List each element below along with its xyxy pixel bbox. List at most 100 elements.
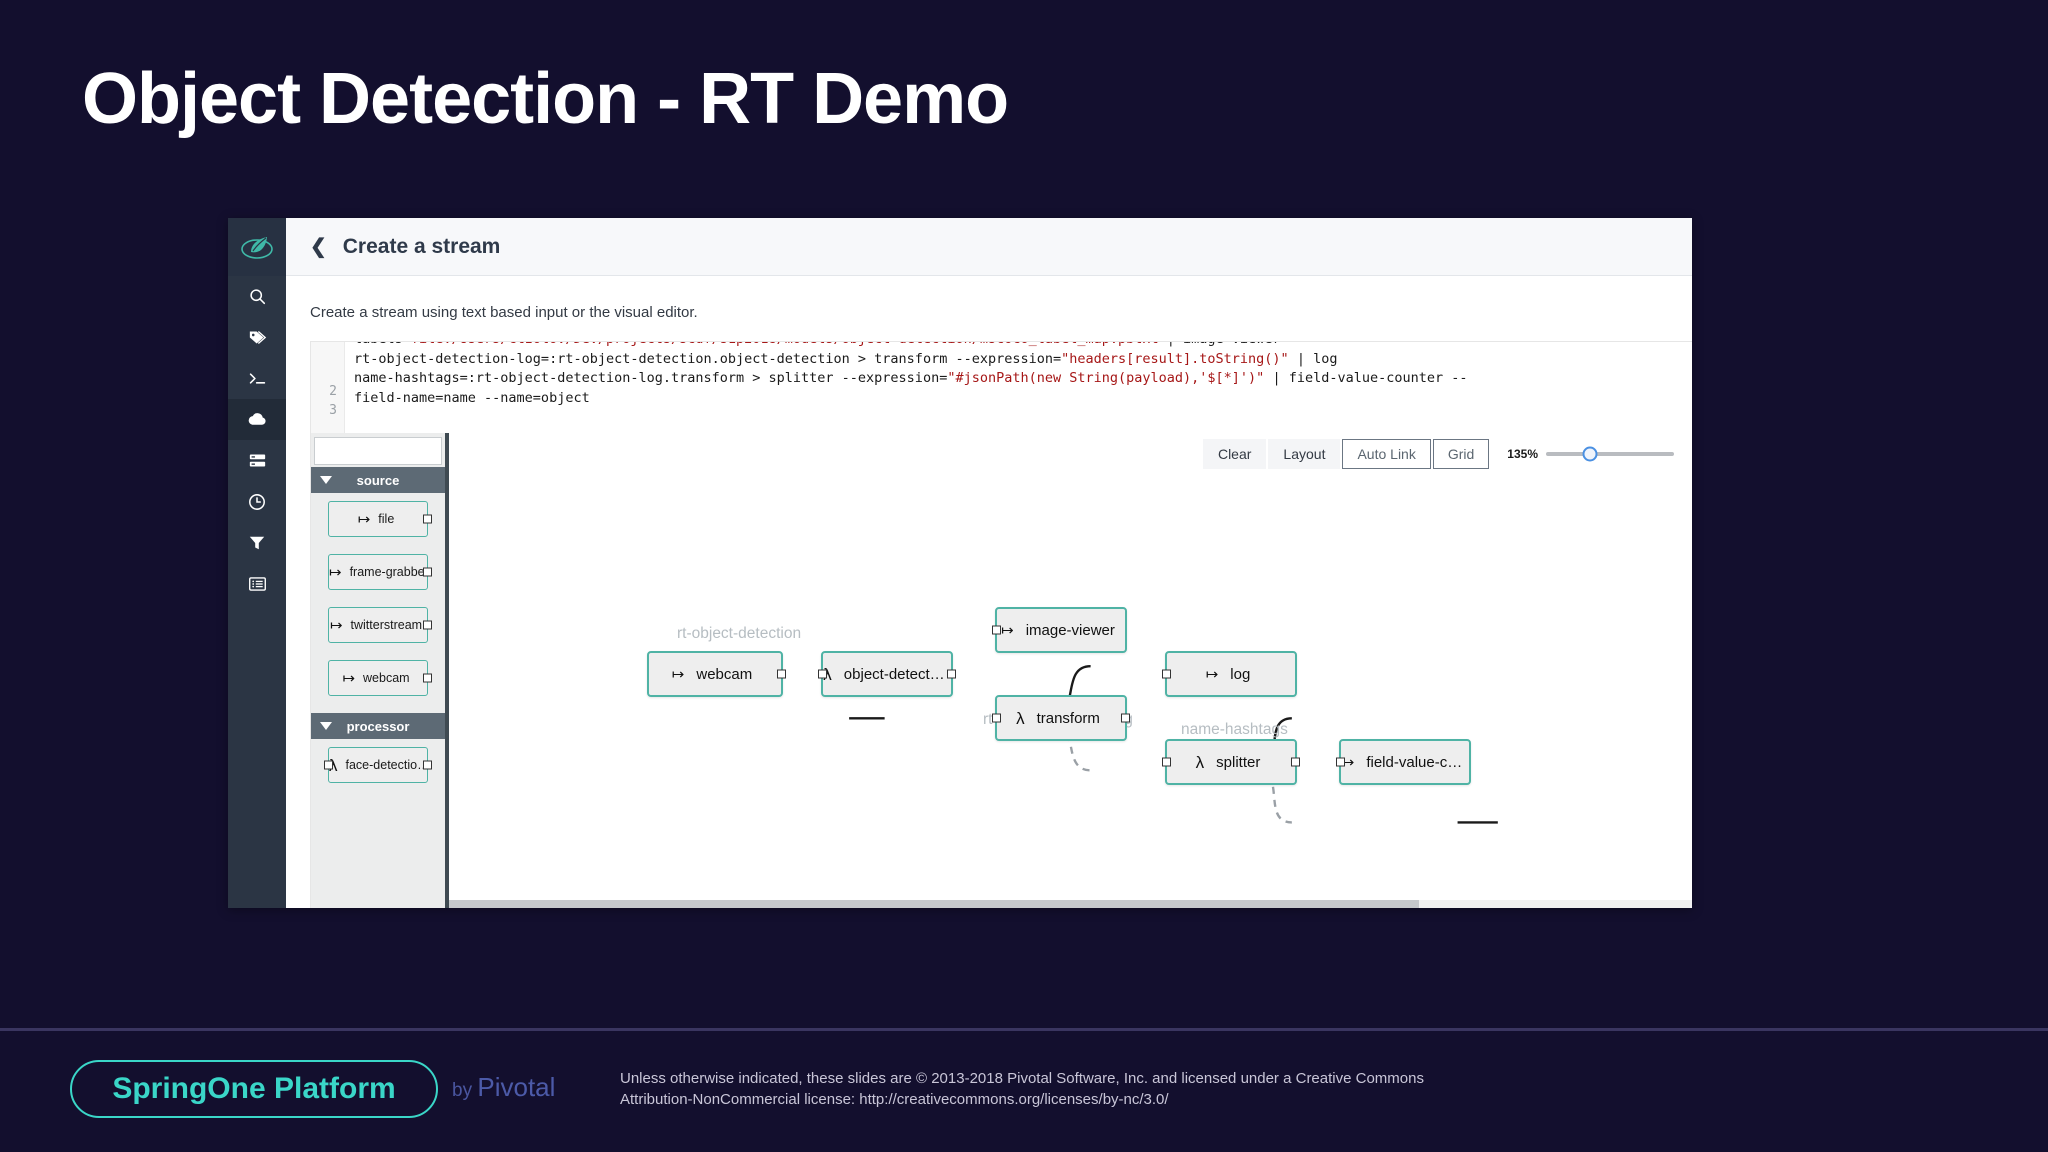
palette-node-label: twitterstream	[350, 618, 423, 632]
filter-icon[interactable]	[228, 522, 286, 563]
flow-edges	[849, 665, 1498, 824]
auto-link-button[interactable]: Auto Link	[1342, 439, 1431, 469]
page-title: Object Detection - RT Demo	[82, 59, 1009, 139]
editor-gutter: 2 3	[311, 342, 345, 433]
code-line: labels=file:/Users/ctzolov/Dev/projects/…	[354, 342, 1692, 350]
code-line: name-hashtags=:rt-object-detection-log.t…	[354, 369, 1692, 389]
lambda-icon: λ	[1016, 708, 1025, 728]
app-left-rail	[228, 218, 286, 908]
app-main: ❮ Create a stream Create a stream using …	[286, 218, 1692, 908]
output-port[interactable]	[1291, 757, 1300, 767]
palette-node-label: webcam	[363, 671, 410, 685]
zoom-control[interactable]: 135%	[1507, 446, 1674, 462]
input-port[interactable]	[992, 713, 1001, 723]
cloud-icon[interactable]	[228, 399, 286, 440]
flow-node-log[interactable]: ↦ log	[1162, 651, 1297, 697]
flow-canvas[interactable]: Clear Layout Auto Link Grid 135% rt-obje…	[449, 433, 1692, 908]
input-port[interactable]	[1162, 669, 1171, 679]
output-port[interactable]	[423, 673, 432, 683]
code-text: | image-viewer	[1159, 342, 1281, 347]
flow-node-label: log	[1230, 665, 1251, 683]
flow-node-object-detection[interactable]: λ object-detect…	[818, 651, 956, 697]
input-port[interactable]	[324, 760, 333, 770]
output-port[interactable]	[777, 669, 786, 679]
output-port[interactable]	[1121, 713, 1130, 723]
app-window: ❮ Create a stream Create a stream using …	[228, 218, 1692, 908]
springone-badge: SpringOne Platform	[70, 1060, 438, 1118]
pivotal-brand: Pivotal	[477, 1072, 556, 1102]
flow-node-image-viewer[interactable]: ↦ image-viewer	[992, 607, 1127, 653]
layout-button[interactable]: Layout	[1268, 439, 1341, 469]
palette-node-label: face-detectio…	[345, 758, 428, 772]
caret-down-icon	[320, 722, 332, 730]
palette-group-source[interactable]: source	[311, 467, 445, 493]
zoom-slider[interactable]	[1546, 446, 1674, 462]
input-port[interactable]	[992, 625, 1001, 635]
palette-node[interactable]: ↦twitterstream	[328, 607, 432, 643]
chevron-left-icon[interactable]: ❮	[310, 235, 327, 258]
flow-node-transform[interactable]: λ transform	[992, 695, 1130, 741]
by-pivotal-label: by Pivotal	[452, 1072, 555, 1103]
input-port[interactable]	[1162, 757, 1171, 767]
lambda-icon: λ	[1195, 752, 1205, 772]
code-line: field-name=name --name=object	[354, 389, 1692, 409]
palette-group-processor[interactable]: processor	[311, 713, 445, 739]
scrollbar-thumb[interactable]	[449, 900, 1419, 908]
flow-node-field-value-counter[interactable]: ↦field-value-c…	[1336, 739, 1471, 785]
clock-icon[interactable]	[228, 481, 286, 522]
stream-group-label: rt-object-detection	[677, 625, 802, 642]
palette-search-input[interactable]	[314, 437, 442, 465]
clear-button[interactable]: Clear	[1202, 439, 1267, 469]
canvas-toolbar: Clear Layout Auto Link Grid 135%	[1202, 439, 1674, 469]
output-port[interactable]	[423, 514, 432, 524]
lambda-icon: λ	[823, 664, 832, 684]
app-header-bar: ❮ Create a stream	[286, 218, 1692, 276]
flow-node-label: image-viewer	[1025, 621, 1115, 639]
output-port[interactable]	[423, 760, 432, 770]
stream-group-label: name-hashtags	[1181, 721, 1288, 738]
flow-node-label: splitter	[1216, 753, 1261, 771]
input-port[interactable]	[818, 669, 827, 679]
editor-code-lines[interactable]: labels=file:/Users/ctzolov/Dev/projects/…	[345, 342, 1692, 433]
line-number: 3	[329, 403, 337, 418]
input-port[interactable]	[1336, 757, 1345, 767]
code-string: "#jsonPath(new String(payload),'$[*]')"	[947, 370, 1265, 386]
palette-node[interactable]: λ face-detectio…	[324, 747, 432, 783]
flow-node-webcam[interactable]: ↦webcam	[647, 651, 786, 697]
flow-node-label: object-detect…	[843, 665, 945, 683]
flow-node-label: transform	[1036, 709, 1100, 727]
palette-node[interactable]: ↦frame-grabber	[328, 554, 432, 590]
lambda-icon: λ	[329, 755, 338, 775]
source-arrow-icon: ↦	[671, 665, 685, 683]
tags-icon[interactable]	[228, 317, 286, 358]
zoom-percent-label: 135%	[1507, 447, 1538, 461]
grid-button[interactable]: Grid	[1432, 439, 1490, 469]
footer-divider	[0, 1028, 2048, 1031]
spring-leaf-cloud-icon[interactable]	[228, 218, 286, 276]
list-icon[interactable]	[228, 563, 286, 604]
palette-node[interactable]: ↦file	[328, 501, 432, 537]
output-port[interactable]	[947, 669, 956, 679]
flow-node-splitter[interactable]: λ splitter	[1162, 739, 1300, 785]
app-palette: source ↦file ↦frame-grabber ↦twitterstream ↦…	[311, 433, 449, 908]
canvas-horizontal-scrollbar[interactable]	[449, 900, 1692, 908]
server-icon[interactable]	[228, 440, 286, 481]
code-text: field-name=name --name=object	[354, 389, 590, 406]
code-text: | log	[1288, 350, 1338, 367]
legal-text: Unless otherwise indicated, these slides…	[620, 1070, 1424, 1108]
line-number: 2	[329, 383, 337, 399]
terminal-icon[interactable]	[228, 358, 286, 399]
source-arrow-icon: ↦	[1001, 621, 1014, 639]
code-text: name-hashtags=:rt-object-detection-log.t…	[354, 370, 948, 386]
zoom-slider-thumb[interactable]	[1582, 446, 1598, 462]
stream-dsl-editor[interactable]: 2 3 labels=file:/Users/ctzolov/Dev/proje…	[310, 341, 1692, 433]
palette-group-label: source	[356, 472, 400, 488]
search-icon[interactable]	[228, 276, 286, 317]
code-line: rt-object-detection-log=:rt-object-detec…	[354, 350, 1692, 370]
output-port[interactable]	[423, 567, 432, 577]
palette-node[interactable]: ↦webcam	[328, 660, 432, 696]
output-port[interactable]	[423, 620, 432, 630]
source-arrow-icon: ↦	[1205, 665, 1219, 683]
visual-editor-area: source↦file↦frame-grabber↦twitterstream↦…	[310, 433, 1692, 908]
palette-node-label: frame-grabber	[349, 565, 427, 579]
